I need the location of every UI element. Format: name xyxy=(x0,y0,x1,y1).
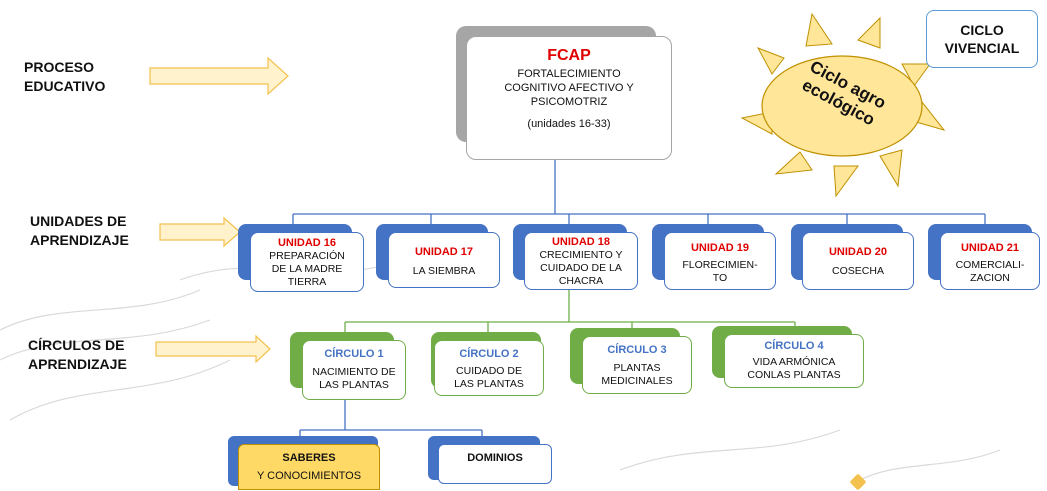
unit-text-line: LA SIEMBRA xyxy=(412,265,476,277)
circle-text-line: NACIMIENTO DE xyxy=(312,366,396,378)
circle-title: CÍRCULO 3 xyxy=(607,344,667,356)
circulos-label-line: CÍRCULOS DE xyxy=(28,337,125,353)
fcap-title: FCAP xyxy=(547,47,591,64)
sun-ray xyxy=(756,47,785,75)
fcap-text-line: FORTALECIMIENTO xyxy=(517,68,621,80)
unit-text-line: PREPARACIÓN xyxy=(269,250,345,262)
unit-text-line: DE LA MADRE xyxy=(271,263,343,275)
sun-body xyxy=(761,55,923,157)
circle-text-line: PLANTAS xyxy=(613,362,661,374)
circle-title: CÍRCULO 2 xyxy=(459,348,519,360)
fcap-text-line: COGNITIVO AFECTIVO Y xyxy=(504,82,634,94)
sun-ray xyxy=(774,151,813,175)
unidades-arrow xyxy=(159,216,241,248)
unit-text-line: COMERCIALI- xyxy=(955,259,1025,271)
circle-title: CÍRCULO 1 xyxy=(324,348,384,360)
dominios-text-line: DOMINIOS xyxy=(467,452,523,464)
ciclo-vivencial-line: CICLO xyxy=(960,22,1004,38)
fcap-text-line: PSICOMOTRIZ xyxy=(530,96,608,108)
fcap-text-line: (unidades 16-33) xyxy=(527,118,611,130)
circulos-label-line: APRENDIZAJE xyxy=(28,356,127,372)
unit-text-line: CRECIMIENTO Y xyxy=(539,249,623,261)
circulos-arrow xyxy=(155,334,271,364)
circle-text-line: LAS PLANTAS xyxy=(454,378,524,390)
unit-title: UNIDAD 17 xyxy=(414,246,474,258)
unit-21-card: UNIDAD 21 COMERCIALI- ZACION xyxy=(940,232,1040,290)
fcap-box: FCAP FORTALECIMIENTO COGNITIVO AFECTIVO … xyxy=(466,36,672,160)
unit-19-card: UNIDAD 19 FLORECIMIEN- TO xyxy=(664,232,776,290)
unidades-label-line: APRENDIZAJE xyxy=(30,232,129,248)
sun-ray xyxy=(833,165,859,198)
circle-text-line: VIDA ARMÓNICA xyxy=(752,356,836,368)
unit-title: UNIDAD 18 xyxy=(551,236,611,248)
sun-ray xyxy=(901,63,931,87)
unit-title: UNIDAD 16 xyxy=(277,237,337,249)
unidades-aprendizaje-label: UNIDADES DE APRENDIZAJE xyxy=(30,212,129,250)
circle-text-line: MEDICINALES xyxy=(601,375,673,387)
circle-text-line: CUIDADO DE xyxy=(456,365,522,377)
unit-text-line: TIERRA xyxy=(287,276,327,288)
circle-4-card: CÍRCULO 4 VIDA ARMÓNICA CONLAS PLANTAS xyxy=(724,334,864,388)
unit-text-line: FLORECIMIEN- xyxy=(682,259,758,271)
unidades-label-line: UNIDADES DE xyxy=(30,213,127,229)
unit-18-card: UNIDAD 18 CRECIMIENTO Y CUIDADO DE LA CH… xyxy=(524,232,638,290)
sun-ray xyxy=(857,16,881,49)
circle-text-line: LAS PLANTAS xyxy=(319,379,389,391)
unit-title: UNIDAD 21 xyxy=(960,242,1020,254)
unit-text-line: ZACION xyxy=(970,272,1010,284)
unit-title: UNIDAD 19 xyxy=(690,242,750,254)
sun-ray xyxy=(879,149,903,188)
proceso-label-line: EDUCATIVO xyxy=(24,78,106,94)
circle-2-card: CÍRCULO 2 CUIDADO DE LAS PLANTAS xyxy=(434,340,544,396)
proceso-label-line: PROCESO xyxy=(24,59,95,75)
ciclo-vivencial-box: CICLO VIVENCIAL xyxy=(926,10,1038,68)
saberes-text-line: Y CONOCIMIENTOS xyxy=(256,470,362,482)
circulos-aprendizaje-label: CÍRCULOS DE APRENDIZAJE xyxy=(28,336,127,374)
sun-ray xyxy=(805,12,833,47)
unit-20-card: UNIDAD 20 COSECHA xyxy=(802,232,914,290)
unit-text-line: CUIDADO DE LA xyxy=(540,262,622,274)
proceso-arrow xyxy=(149,56,289,96)
unit-17-card: UNIDAD 17 LA SIEMBRA xyxy=(388,232,500,288)
saberes-text-line: SABERES xyxy=(282,452,336,464)
unit-text-line: COSECHA xyxy=(832,265,884,277)
unit-title: UNIDAD 20 xyxy=(828,246,888,258)
circle-title: CÍRCULO 4 xyxy=(764,340,824,352)
circle-text-line: CONLAS PLANTAS xyxy=(747,369,841,381)
unit-text-line: CHACRA xyxy=(558,275,604,287)
circle-1-card: CÍRCULO 1 NACIMIENTO DE LAS PLANTAS xyxy=(302,340,406,400)
proceso-educativo-label: PROCESO EDUCATIVO xyxy=(24,58,105,96)
saberes-card: SABERES Y CONOCIMIENTOS xyxy=(238,444,380,490)
unit-16-card: UNIDAD 16 PREPARACIÓN DE LA MADRE TIERRA xyxy=(250,232,364,292)
ciclo-vivencial-line: VIVENCIAL xyxy=(944,40,1020,56)
unit-text-line: TO xyxy=(712,272,728,284)
circle-3-card: CÍRCULO 3 PLANTAS MEDICINALES xyxy=(582,336,692,394)
dominios-card: DOMINIOS xyxy=(438,444,552,484)
